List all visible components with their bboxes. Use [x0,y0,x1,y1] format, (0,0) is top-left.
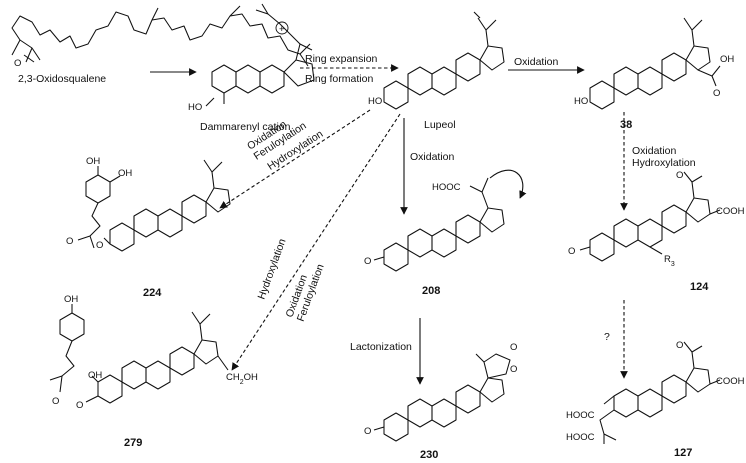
oxidation-top-label: Oxidation [514,56,559,68]
c127-o: O [676,340,683,351]
c38-oh: OH [720,54,734,65]
compound-38-structure [589,17,721,110]
c38-label: 38 [620,119,632,131]
c127-label: 127 [674,447,692,459]
c224-oh-1: OH [86,156,100,167]
c38-ho: HO [574,96,588,107]
lupeol-structure [383,11,505,110]
dammarenyl-ho: HO [188,102,202,113]
oxidosqualene-structure [11,5,311,67]
c127-hooc-2: HOOC [566,432,595,443]
epoxide-o-label: O [14,58,21,69]
c279-oh-2: OH [88,370,102,381]
curved-arrow-208 [489,169,527,199]
dammarenyl-structure [205,3,315,107]
compound-279-structure [49,304,229,404]
oxidation-208-label: Oxidation [410,151,455,163]
c230-o-1: O [510,342,517,353]
lupeol-ho: HO [368,96,382,107]
ox-124-label-1: Oxidation [632,145,677,157]
lactonization-label: Lactonization [350,341,412,353]
c230-label: 230 [420,449,438,461]
c230-o-2: O [510,364,517,375]
c279-label: 279 [124,437,142,449]
compound-127-structure [599,341,721,444]
c127-hooc-1: HOOC [566,410,595,421]
c208-hooc: HOOC [432,182,461,193]
c124-cooh: COOH [716,206,745,217]
ox-124-label-2: Hydroxylation [632,157,696,169]
c279-ch2oh: CH2OH [226,372,258,386]
c279-oh-1: OH [64,294,78,305]
c127-cooh: COOH [716,376,745,387]
c124-o-1: O [676,170,683,181]
compound-224-structure [77,159,231,252]
compound-230-structure [373,353,511,442]
c224-oh-2: OH [118,168,132,179]
c124-r3: R3 [664,254,675,268]
c38-o: O [713,88,720,99]
lupeol-label: Lupeol [424,119,456,131]
arrow-to-279 [231,113,401,371]
c279-o-1: O [52,396,59,407]
c208-label: 208 [422,285,440,297]
c224-o-1: O [66,236,73,247]
compound-208-structure [373,177,505,272]
dammarenyl-label: Dammarenyl cation [200,121,291,133]
c124-o-2: O [568,246,575,257]
ring-expansion-label: Ring expansion [305,53,378,65]
compound-124-structure [579,171,721,262]
ring-formation-label: Ring formation [305,73,373,85]
c230-o-3: O [364,426,371,437]
cation-charge-circle [275,21,289,35]
c279-o-2: O [76,400,83,411]
c224-label: 224 [143,287,162,299]
cation-plus: + [279,24,285,35]
c208-o: O [364,256,371,267]
c224-o-2: O [96,240,103,251]
unknown-step-label: ? [604,331,610,343]
oxidosqualene-label: 2,3-Oxidosqualene [18,73,106,85]
c124-label: 124 [690,281,709,293]
